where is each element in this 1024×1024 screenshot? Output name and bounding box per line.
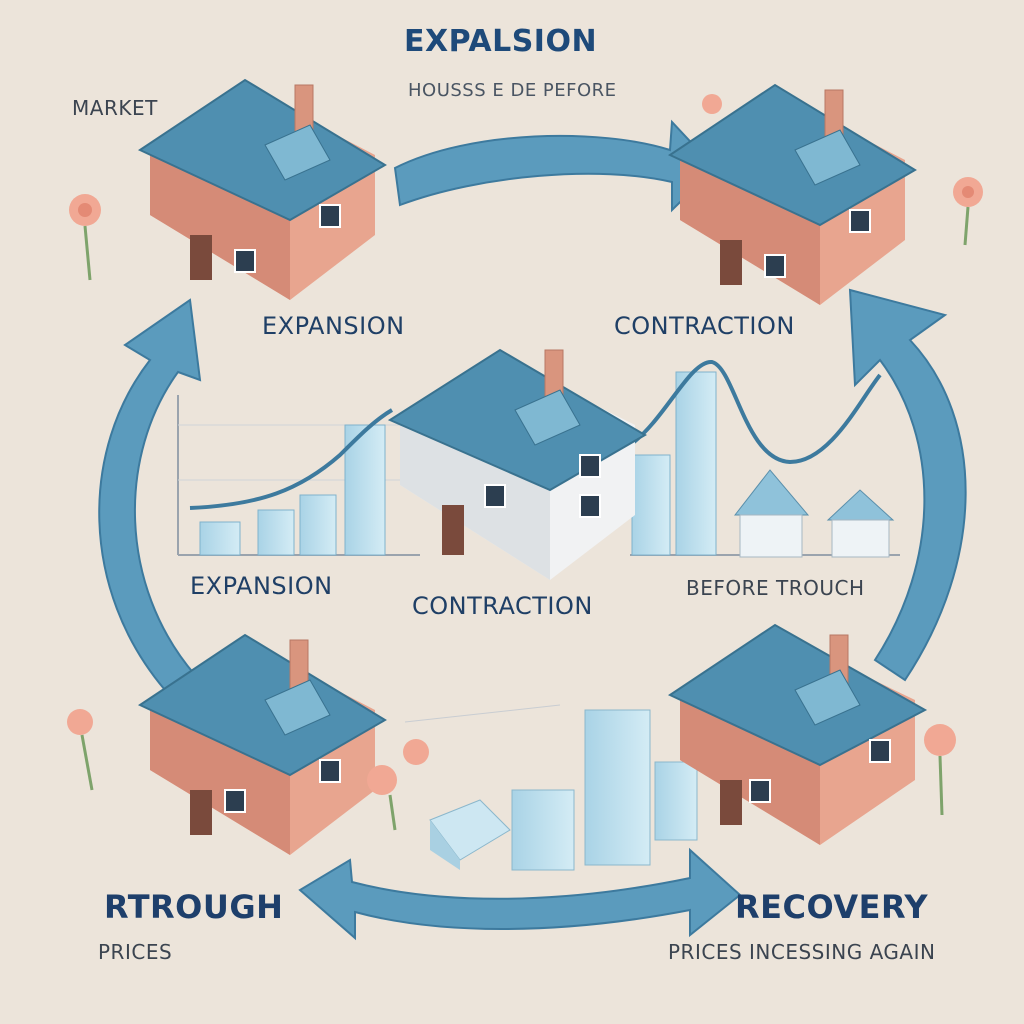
cycle-arrow-left	[98, 298, 202, 692]
flower-decoration	[67, 94, 983, 831]
label-before-trough: BEFORE TROUCH	[686, 576, 865, 600]
cycle-arrow-top	[393, 119, 717, 213]
house-center	[387, 348, 647, 580]
house-expansion	[137, 78, 387, 300]
diagram-title: EXPALSION	[404, 24, 598, 59]
left-price-chart	[177, 395, 420, 556]
diagram-subtitle: HOUSSS E DE PEFORE	[408, 80, 617, 101]
label-expansion-top: EXPANSION	[262, 312, 405, 340]
right-price-chart	[628, 360, 900, 558]
label-recovery-sub: PRICES INCESSING AGAIN	[668, 940, 936, 964]
market-label: MARKET	[72, 96, 158, 120]
house-recovery	[667, 623, 928, 845]
label-recovery: RECOVERY	[735, 888, 929, 926]
house-contraction	[667, 83, 917, 305]
bottom-recovery-boxes	[404, 704, 698, 871]
label-expansion-mid: EXPANSION	[190, 572, 333, 600]
cycle-arrow-right	[848, 288, 967, 682]
house-trough	[137, 633, 387, 855]
label-trough-sub: PRICES	[98, 940, 173, 964]
label-contraction-mid: CONTRACTION	[412, 592, 593, 620]
cycle-arrow-bottom	[298, 847, 742, 941]
label-trough: RTROUGH	[104, 888, 284, 926]
label-contraction-top: CONTRACTION	[614, 312, 795, 340]
